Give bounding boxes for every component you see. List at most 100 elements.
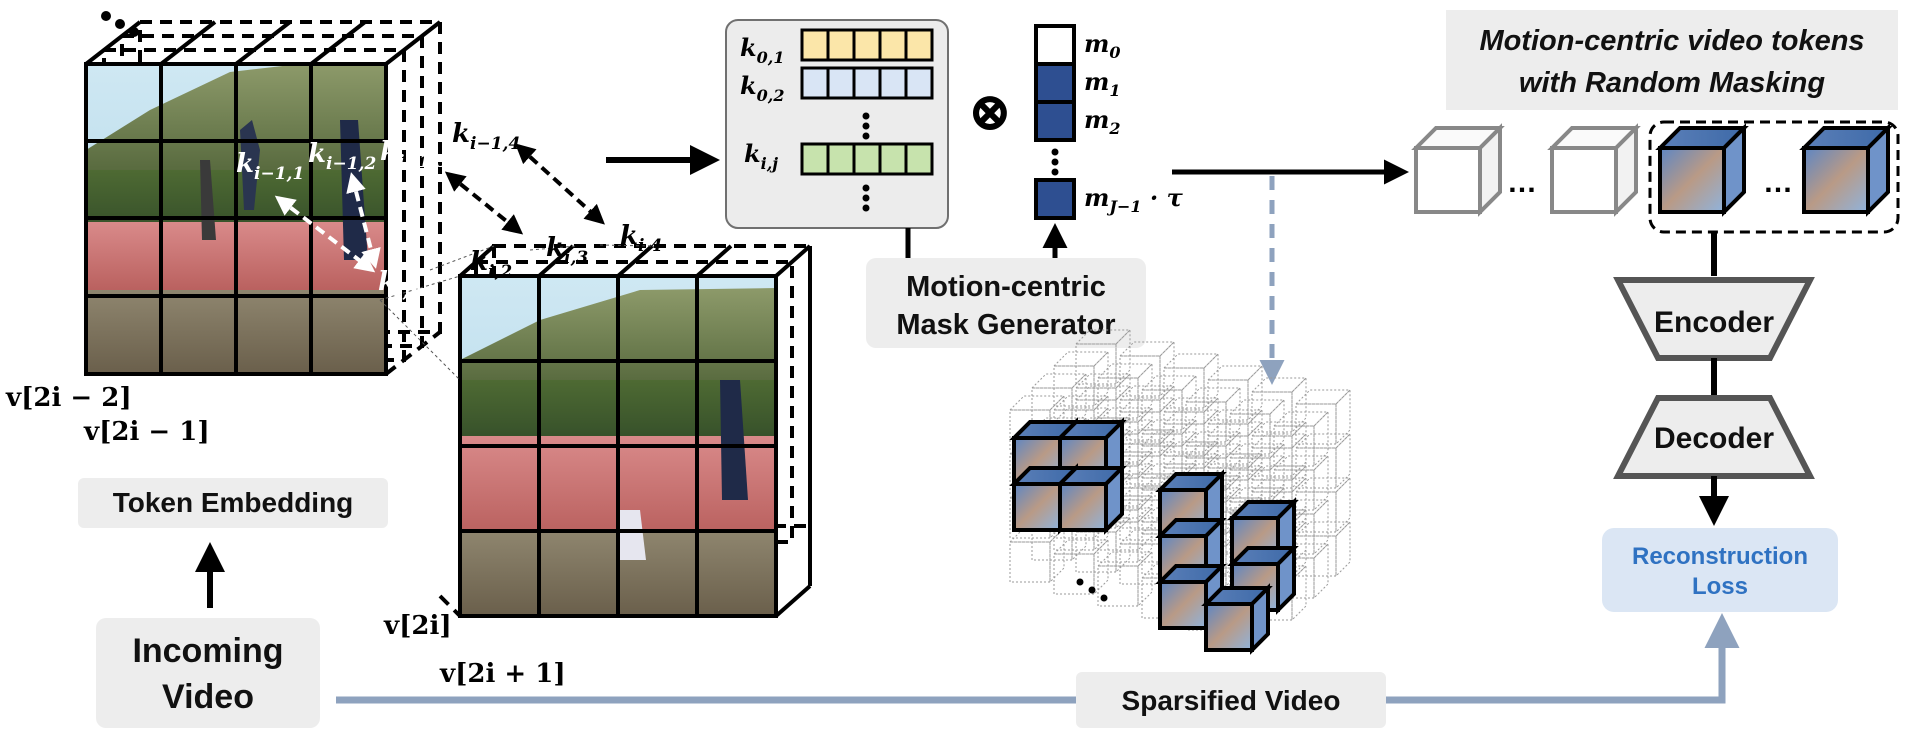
sparsified-video-cubes [1009, 417, 1299, 655]
empty-grid-cube [1250, 376, 1308, 434]
frame-index-label: v[2i − 1] [83, 417, 210, 447]
visible-token-group [1648, 120, 1900, 234]
key-label: k0,2 [740, 71, 784, 105]
token-row-ellipsis: … [1507, 166, 1537, 199]
empty-grid-cube [1096, 362, 1154, 420]
header-box: Motion-centric video tokens with Random … [1446, 10, 1898, 110]
decoder-label: Decoder [1654, 422, 1774, 455]
incoming-video-box: Incoming Video [96, 618, 320, 728]
key-vector-cell [904, 66, 934, 100]
header-title: with Random Masking [1519, 67, 1825, 99]
empty-grid-cube [1052, 538, 1110, 596]
token-correspondence-lines [379, 244, 653, 381]
key-vector-cell [852, 28, 882, 62]
key-vector [800, 142, 934, 176]
key-vector-cell [826, 66, 856, 100]
token-motion-arrows [274, 143, 605, 273]
key-vector-cell [878, 66, 908, 100]
empty-grid-cube [1294, 432, 1352, 490]
frame-index-label: v[2i + 1] [439, 659, 566, 689]
mask-generator-label: Motion-centric [906, 271, 1106, 303]
mask-label: m1 [1084, 67, 1121, 100]
empty-grid-cube [1008, 526, 1066, 584]
token-label: ki−1,2 [308, 139, 376, 174]
token-embedding-label: Token Embedding [113, 487, 354, 518]
mask-label: mJ−1 · τ [1084, 183, 1184, 216]
token-label: ki−1,1 [236, 149, 304, 184]
mask-generator-label: Mask Generator [896, 309, 1115, 341]
empty-grid-cube [1272, 410, 1330, 468]
key-vector-cell [826, 142, 856, 176]
frame-index-labels: v[2i − 2] v[2i − 1] v[2i] v[2i + 1] [5, 383, 566, 689]
sparsified-video-label: Sparsified Video [1122, 685, 1341, 716]
key-vector-cell [800, 142, 830, 176]
empty-grid-cube [1206, 408, 1264, 466]
token-label: ki−1,4 [452, 119, 520, 154]
empty-grid-cube [1184, 386, 1242, 444]
key-vector-row [800, 28, 934, 176]
empty-grid-cube [1052, 350, 1110, 408]
token-label: ki,1 [378, 267, 420, 302]
decoder-block: Decoder [1613, 395, 1815, 479]
key-vector-cell [852, 142, 882, 176]
empty-grid-cube [1118, 340, 1176, 398]
key-label: ki,j [744, 139, 778, 173]
empty-grid-cube [1162, 352, 1220, 410]
visible-token-cube [1655, 123, 1749, 217]
token-label: ki,3 [546, 233, 588, 268]
frame-depth-lines [438, 244, 812, 618]
frame-stack-current [379, 244, 812, 618]
incoming-video-label: Incoming [132, 632, 283, 670]
frame-index-label: v[2i] [383, 611, 452, 641]
key-vector-cell [826, 28, 856, 62]
token-cube-row [1411, 123, 1893, 217]
empty-grid-cube [1228, 442, 1286, 500]
mask-cell [1034, 178, 1076, 220]
sparse-ellipsis [1076, 578, 1108, 602]
sparsified-video-box: Sparsified Video [1076, 672, 1386, 728]
key-ellipsis [862, 112, 870, 212]
key-vector [800, 66, 934, 100]
token-embedding-box: Token Embedding [78, 478, 388, 528]
visible-video-cube [1201, 583, 1273, 655]
mask-label: m0 [1084, 29, 1121, 62]
key-vector-cell [904, 142, 934, 176]
mask-cell [1034, 24, 1076, 66]
frame-stack-previous [84, 11, 442, 376]
empty-grid-cube [1206, 364, 1264, 422]
reconstruction-loss-label: Reconstruction [1632, 543, 1808, 570]
empty-grid-cube [1250, 420, 1308, 478]
encoder-label: Encoder [1654, 306, 1774, 339]
token-row-ellipsis: … [1763, 166, 1793, 199]
token-labels: ki−1,1 ki−1,2 ki−1,3 ki−1,4 ki,1 ki,2 ki… [236, 119, 662, 302]
key-panel: k0,1 k0,2 ki,j [725, 19, 949, 229]
empty-grid-cube [1140, 418, 1198, 476]
sparsified-flow [336, 613, 1740, 704]
reconstruction-loss-box: Reconstruction Loss [1602, 528, 1838, 612]
masked-token-cube [1411, 123, 1505, 217]
token-label: ki,4 [620, 221, 662, 256]
motion-arrow [515, 143, 605, 225]
frame-grid [458, 274, 778, 618]
empty-grid-cube [1228, 398, 1286, 456]
mask-label: m2 [1084, 105, 1121, 138]
mask-vector: m0 m1 m2 mJ−1 · τ [1034, 24, 1184, 220]
masked-token-cube [1547, 123, 1641, 217]
key-vector-cell [800, 66, 830, 100]
key-vector-cell [852, 66, 882, 100]
empty-grid-cube [1074, 328, 1132, 386]
key-vector-cell [904, 28, 934, 62]
key-vector-cell [878, 142, 908, 176]
motion-arrow [444, 171, 524, 235]
key-vector [800, 28, 934, 62]
frame-ellipsis-dots [101, 11, 139, 37]
key-vector-cell [800, 28, 830, 62]
empty-grid-cube [1140, 374, 1198, 432]
key-label: k0,1 [740, 33, 784, 67]
reconstruction-loss-label: Loss [1692, 573, 1748, 600]
visible-video-cube [1155, 469, 1227, 541]
frame-index-label: v[2i − 2] [5, 383, 132, 413]
empty-grid-cube [1162, 396, 1220, 454]
